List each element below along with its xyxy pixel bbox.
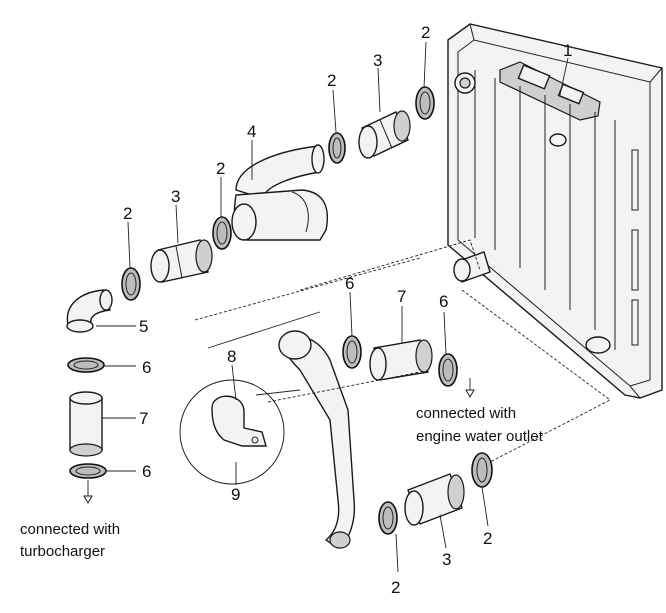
rubber-hose bbox=[69, 391, 103, 457]
charge-air-pipe bbox=[231, 144, 329, 241]
callout-5: 5 bbox=[139, 317, 148, 336]
callout-2-mid: 2 bbox=[216, 159, 225, 178]
hose-clamp bbox=[69, 463, 107, 479]
hose-clamp bbox=[328, 132, 346, 164]
callout-2-bottom-left: 2 bbox=[391, 578, 400, 597]
callout-3-bottom: 3 bbox=[442, 550, 451, 569]
rubber-hose bbox=[150, 239, 213, 283]
callout-9: 9 bbox=[231, 485, 240, 504]
callout-6-left-upper: 6 bbox=[142, 358, 151, 377]
arrow-down-icon bbox=[465, 378, 475, 399]
callout-2-left: 2 bbox=[123, 204, 132, 223]
hose-clamp bbox=[471, 452, 493, 488]
callout-1: 1 bbox=[563, 41, 572, 60]
callout-6-left-lower: 6 bbox=[142, 462, 151, 481]
connection-notes: connected with turbocharger connected wi… bbox=[20, 405, 544, 560]
turbo-note-line2: turbocharger bbox=[20, 543, 105, 560]
callout-4: 4 bbox=[247, 122, 256, 141]
hose-clamp bbox=[378, 501, 398, 535]
elbow-hose bbox=[66, 289, 113, 333]
callouts: 1 2 2 2 2 2 2 3 3 3 4 5 6 6 6 6 7 7 8 9 bbox=[123, 23, 572, 597]
callout-2-upper: 2 bbox=[327, 71, 336, 90]
rubber-hose bbox=[404, 473, 465, 526]
callout-2-top-right: 2 bbox=[421, 23, 430, 42]
bracket-detail bbox=[179, 379, 285, 485]
rubber-hose bbox=[358, 110, 411, 159]
turbo-note-line1: connected with bbox=[20, 521, 120, 538]
engine-note-line2: engine water outlet bbox=[416, 428, 544, 445]
callout-3-left: 3 bbox=[171, 187, 180, 206]
hose-clamp bbox=[67, 357, 105, 373]
water-pipe bbox=[278, 330, 356, 549]
hose-clamp bbox=[121, 267, 141, 301]
hose-clamp bbox=[415, 86, 435, 120]
radiator bbox=[447, 23, 663, 399]
leader-lines bbox=[96, 41, 611, 573]
callout-7-left: 7 bbox=[139, 409, 148, 428]
callout-6-mid-right: 6 bbox=[439, 292, 448, 311]
callout-8: 8 bbox=[227, 347, 236, 366]
callout-7-mid: 7 bbox=[397, 287, 406, 306]
arrow-down-icon bbox=[83, 480, 93, 505]
callout-2-bottom-right: 2 bbox=[483, 529, 492, 548]
callout-6-mid-left: 6 bbox=[345, 274, 354, 293]
hose-clamp bbox=[342, 335, 362, 369]
hose-clamp bbox=[212, 216, 232, 250]
hose-clamp bbox=[438, 353, 458, 387]
callout-3-upper: 3 bbox=[373, 51, 382, 70]
rubber-hose bbox=[369, 339, 433, 381]
engine-note-line1: connected with bbox=[416, 405, 516, 422]
